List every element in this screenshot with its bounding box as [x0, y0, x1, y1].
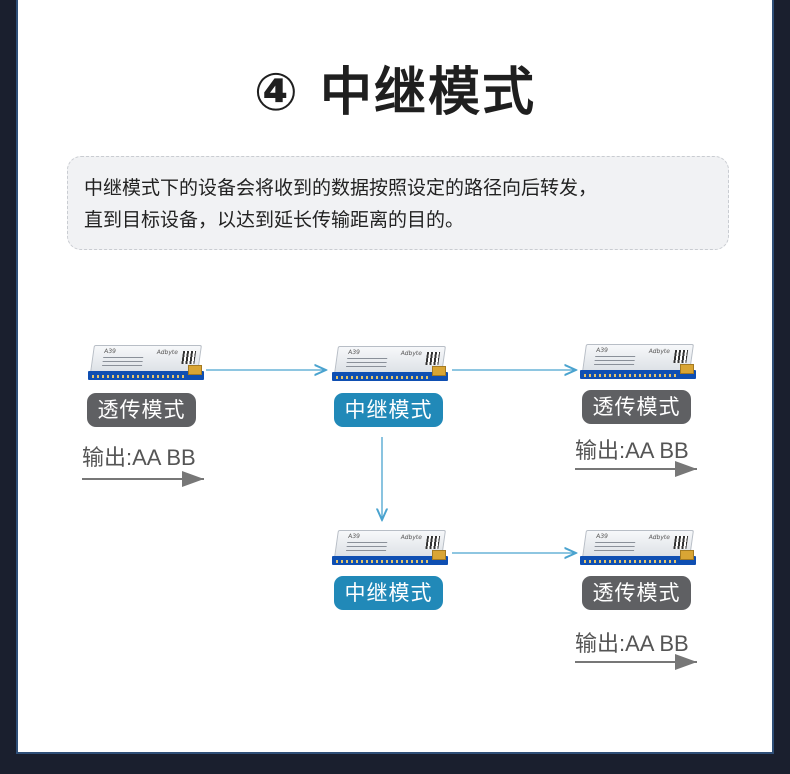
- module-left: A39 Adbyte: [88, 343, 204, 383]
- output-label-left: 输出:AA BB: [82, 440, 196, 472]
- antenna-icon: [680, 364, 694, 374]
- module-right-top: A39 Adbyte: [580, 342, 696, 382]
- qr-code-icon: [181, 351, 196, 364]
- module-relay1: A39 Adbyte: [332, 344, 448, 384]
- qr-code-icon: [673, 536, 688, 549]
- module-relay2: A39 Adbyte: [332, 528, 448, 568]
- qr-code-icon: [425, 352, 440, 365]
- badge-passthrough-left: 透传模式: [87, 393, 196, 427]
- badge-relay-2: 中继模式: [334, 576, 443, 610]
- antenna-icon: [680, 550, 694, 560]
- antenna-icon: [432, 550, 446, 560]
- module-brand: Adbyte: [400, 534, 422, 541]
- module-brand: Adbyte: [648, 534, 670, 541]
- qr-code-icon: [673, 350, 688, 363]
- module-mark: A39: [596, 534, 609, 540]
- module-mark: A39: [596, 348, 609, 354]
- module-brand: Adbyte: [648, 348, 670, 355]
- module-mark: A39: [348, 350, 361, 356]
- antenna-icon: [432, 366, 446, 376]
- badge-passthrough-right-top: 透传模式: [582, 390, 691, 424]
- module-brand: Adbyte: [400, 350, 422, 357]
- badge-relay-1: 中继模式: [334, 393, 443, 427]
- module-mark: A39: [104, 349, 117, 355]
- module-right-bottom: A39 Adbyte: [580, 528, 696, 568]
- output-label-right-bottom: 输出:AA BB: [575, 626, 689, 658]
- module-brand: Adbyte: [156, 349, 178, 356]
- qr-code-icon: [425, 536, 440, 549]
- output-label-right-top: 输出:AA BB: [575, 433, 689, 465]
- antenna-icon: [188, 365, 202, 375]
- badge-passthrough-right-bottom: 透传模式: [582, 576, 691, 610]
- module-mark: A39: [348, 534, 361, 540]
